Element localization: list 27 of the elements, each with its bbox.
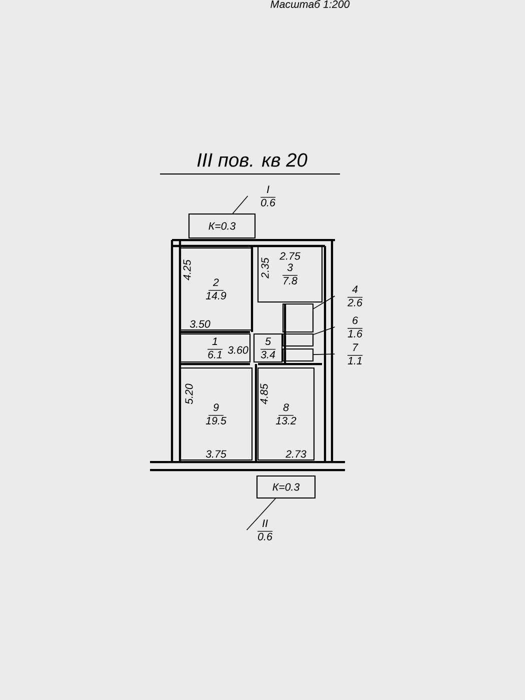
leader-line xyxy=(313,296,336,310)
dimension-label: 3.50 xyxy=(190,320,210,328)
balcony-box: К=0.3 xyxy=(188,213,256,239)
room-outline xyxy=(282,333,314,347)
dimension-label: 3.75 xyxy=(206,450,226,458)
dimension-label: 2.35 xyxy=(261,258,269,278)
dimension-label: 4.85 xyxy=(260,384,268,404)
leader-line xyxy=(232,196,248,214)
scale-note: Масштаб 1:200 xyxy=(270,0,350,8)
leader-line xyxy=(313,354,336,355)
room-outline: 5 3.4 xyxy=(253,333,283,363)
room-callout: II 0.6 xyxy=(257,520,273,540)
room-callout: 6 1.6 xyxy=(347,316,363,338)
leader-line xyxy=(246,498,276,530)
room-callout: 7 1.1 xyxy=(347,344,363,364)
balcony-box: К=0.3 xyxy=(256,475,316,499)
room-outline xyxy=(282,348,314,362)
dimension-label: 2.73 xyxy=(286,450,306,458)
leader-line xyxy=(313,326,336,335)
room-callout: I 0.6 xyxy=(260,186,276,206)
title: III пов. кв 20 xyxy=(197,153,308,167)
dimension-label: 5.20 xyxy=(185,384,193,404)
dimension-label: 4.25 xyxy=(183,260,191,280)
room-callout: 4 2.6 xyxy=(347,286,363,306)
dimension-label: 3.60 xyxy=(228,346,248,354)
dimension-label: 2.75 xyxy=(280,252,300,260)
room-outline xyxy=(282,303,314,333)
